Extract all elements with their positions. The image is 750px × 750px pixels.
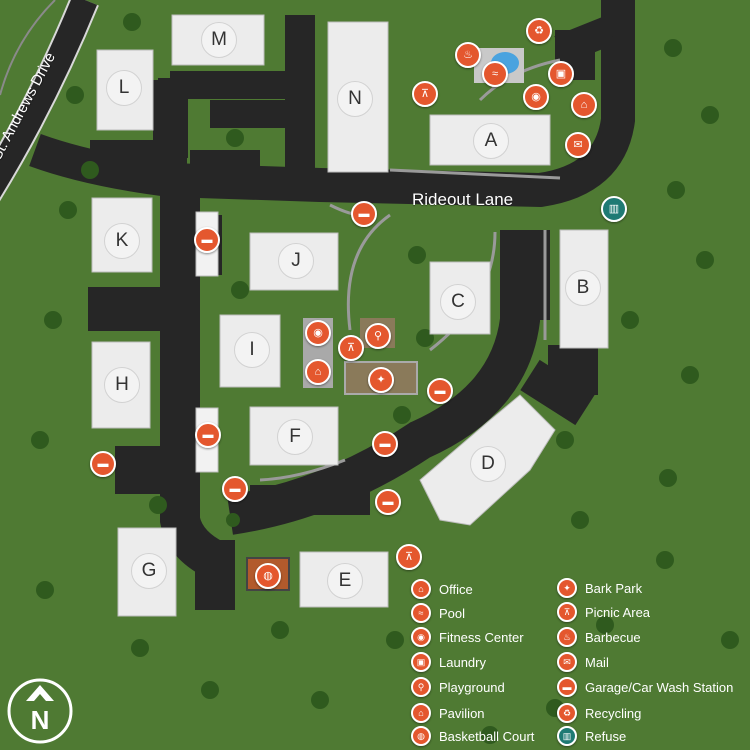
pool-icon: ≈ xyxy=(411,603,431,623)
legend-item-recycling: ♻ Recycling xyxy=(557,703,641,723)
refuse-icon[interactable]: ▥ xyxy=(601,196,627,222)
legend-item-mail: ✉ Mail xyxy=(557,652,609,672)
bark-park-icon: ✦ xyxy=(557,578,577,598)
pavilion-icon[interactable]: ⌂ xyxy=(305,359,331,385)
legend-label: Basketball Court xyxy=(439,728,535,744)
garage-car-wash-icon: ▬ xyxy=(557,677,577,697)
legend-label: Pavilion xyxy=(439,705,485,721)
legend-item-fitness-center: ◉ Fitness Center xyxy=(411,627,524,647)
legend-label: Garage/Car Wash Station xyxy=(585,679,734,695)
legend-item-laundry: ▣ Laundry xyxy=(411,652,486,672)
picnic-area-icon-2[interactable]: ⊼ xyxy=(338,335,364,361)
legend-label: Mail xyxy=(585,654,609,670)
legend-item-barbecue: ♨ Barbecue xyxy=(557,627,641,647)
garage-car-wash-icon-7[interactable]: ▬ xyxy=(222,476,248,502)
building-label-f[interactable]: F xyxy=(277,419,313,455)
compass-icon xyxy=(7,678,73,744)
mail-icon[interactable]: ✉ xyxy=(565,132,591,158)
legend-item-playground: ⚲ Playground xyxy=(411,677,505,697)
legend-label: Fitness Center xyxy=(439,629,524,645)
recycling-icon[interactable]: ♻ xyxy=(526,18,552,44)
legend-label: Playground xyxy=(439,679,505,695)
building-label-e[interactable]: E xyxy=(327,563,363,599)
legend-item-garage-car-wash: ▬ Garage/Car Wash Station xyxy=(557,677,733,697)
bark-park-icon[interactable]: ✦ xyxy=(368,367,394,393)
building-label-m[interactable]: M xyxy=(201,22,237,58)
pavilion-icon: ⌂ xyxy=(411,703,431,723)
north-compass: N xyxy=(6,677,74,745)
compass-label: N xyxy=(30,705,50,735)
building-label-d[interactable]: D xyxy=(470,446,506,482)
laundry-icon: ▣ xyxy=(411,652,431,672)
playground-icon: ⚲ xyxy=(411,677,431,697)
legend-label: Pool xyxy=(439,605,466,621)
building-label-i[interactable]: I xyxy=(234,332,270,368)
basketball-court-icon[interactable]: ◍ xyxy=(255,563,281,589)
garage-car-wash-icon-1[interactable]: ▬ xyxy=(351,201,377,227)
building-label-g[interactable]: G xyxy=(131,553,167,589)
laundry-icon[interactable]: ▣ xyxy=(548,61,574,87)
building-label-l[interactable]: L xyxy=(106,70,142,106)
office-icon: ⌂ xyxy=(411,579,431,599)
office-icon[interactable]: ⌂ xyxy=(571,92,597,118)
legend-label: Laundry xyxy=(439,654,486,670)
barbecue-icon[interactable]: ♨ xyxy=(455,42,481,68)
refuse-icon: ▥ xyxy=(557,726,577,746)
fitness-center-icon[interactable]: ◉ xyxy=(523,84,549,110)
picnic-area-icon: ⊼ xyxy=(557,602,577,622)
recycling-icon: ♻ xyxy=(557,703,577,723)
legend-item-pavilion: ⌂ Pavilion xyxy=(411,703,485,723)
legend-label: Office xyxy=(439,581,473,597)
legend-item-picnic-area: ⊼ Picnic Area xyxy=(557,602,650,622)
garage-car-wash-icon-5[interactable]: ▬ xyxy=(372,431,398,457)
legend-item-bark-park: ✦ Bark Park xyxy=(557,578,642,598)
building-label-c[interactable]: C xyxy=(440,284,476,320)
legend-item-refuse: ▥ Refuse xyxy=(557,726,626,746)
legend-item-office: ⌂ Office xyxy=(411,579,473,599)
building-label-k[interactable]: K xyxy=(104,223,140,259)
fitness-center-icon-2[interactable]: ◉ xyxy=(305,320,331,346)
building-label-b[interactable]: B xyxy=(565,270,601,306)
playground-icon[interactable]: ⚲ xyxy=(365,323,391,349)
garage-car-wash-icon-6[interactable]: ▬ xyxy=(90,451,116,477)
mail-icon: ✉ xyxy=(557,652,577,672)
legend-item-basketball-court: ◍ Basketball Court xyxy=(411,726,534,746)
legend-label: Recycling xyxy=(585,705,642,721)
picnic-area-icon[interactable]: ⊼ xyxy=(412,81,438,107)
picnic-area-icon-3[interactable]: ⊼ xyxy=(396,544,422,570)
building-label-a[interactable]: A xyxy=(473,123,509,159)
barbecue-icon: ♨ xyxy=(557,627,577,647)
legend-label: Barbecue xyxy=(585,629,641,645)
street-label-rideout-lane: Rideout Lane xyxy=(412,190,514,209)
legend-label: Picnic Area xyxy=(585,604,651,620)
building-label-h[interactable]: H xyxy=(104,367,140,403)
garage-car-wash-icon-3[interactable]: ▬ xyxy=(427,378,453,404)
garage-car-wash-icon-4[interactable]: ▬ xyxy=(195,422,221,448)
basketball-court-icon: ◍ xyxy=(411,726,431,746)
fitness-center-icon: ◉ xyxy=(411,627,431,647)
garage-car-wash-icon-8[interactable]: ▬ xyxy=(375,489,401,515)
legend-item-pool: ≈ Pool xyxy=(411,603,465,623)
legend-label: Bark Park xyxy=(585,580,643,596)
garage-car-wash-icon-2[interactable]: ▬ xyxy=(194,227,220,253)
building-label-j[interactable]: J xyxy=(278,243,314,279)
legend-label: Refuse xyxy=(585,728,627,744)
pool-icon[interactable]: ≈ xyxy=(482,61,508,87)
building-label-n[interactable]: N xyxy=(337,81,373,117)
